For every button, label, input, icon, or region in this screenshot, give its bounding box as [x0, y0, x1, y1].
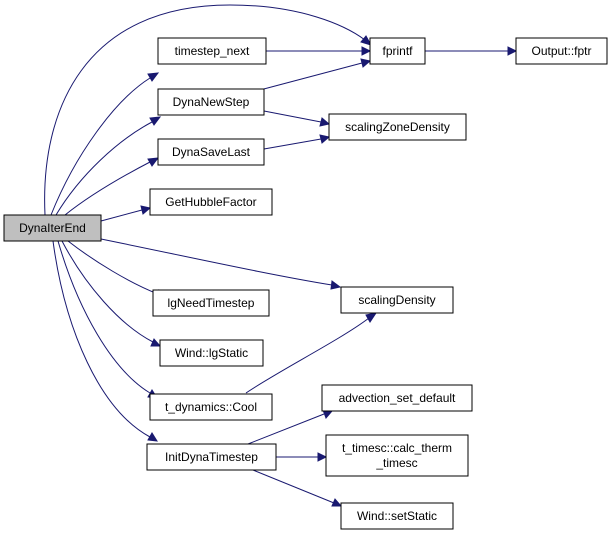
node-label: advection_set_default: [339, 391, 456, 405]
node-dynasavelast[interactable]: DynaSaveLast: [157, 138, 265, 166]
edge-dynanewstep-scalingzonedensity: [263, 110, 322, 123]
node-label: scalingZoneDensity: [345, 120, 450, 134]
node-label-line1: t_timesc::calc_therm: [342, 441, 452, 455]
node-label: scalingDensity: [358, 293, 435, 307]
node-box: [159, 339, 264, 367]
node-box: [152, 289, 270, 317]
node-label: timestep_next: [175, 44, 250, 58]
node-label: DynaIterEnd: [19, 221, 86, 235]
edge-root-wind-lgstatic: [61, 240, 154, 343]
edge-init-advection: [247, 413, 325, 445]
edge-cool-scalingdensity: [245, 317, 370, 394]
node-label: Wind::lgStatic: [175, 346, 248, 360]
node-box: [515, 37, 608, 65]
edge-root-t-dynamics-cool: [57, 240, 151, 394]
node-dynanewstep[interactable]: DynaNewStep: [157, 88, 265, 116]
node-advection-set-default[interactable]: advection_set_default: [321, 384, 473, 412]
edges: [44, 4, 518, 507]
node-label: t_dynamics::Cool: [165, 400, 257, 414]
node-dynaiterend[interactable]: DynaIterEnd: [3, 214, 102, 242]
edge-arrowhead: [507, 46, 518, 56]
node-lgneedtimestep[interactable]: lgNeedTimestep: [152, 289, 270, 317]
node-box: [340, 286, 454, 314]
edge-init-setstatic: [252, 469, 335, 504]
edge-arrowhead: [149, 116, 162, 126]
node-box: [146, 443, 277, 471]
node-box: [149, 188, 273, 216]
edge-arrowhead: [330, 280, 342, 290]
nodes: DynaIterEnd timestep_next fprintf Output…: [3, 37, 608, 530]
edge-arrowhead: [331, 498, 343, 507]
edge-arrowhead: [150, 338, 162, 347]
node-timestep-next[interactable]: timestep_next: [157, 37, 267, 65]
node-fprintf[interactable]: fprintf: [369, 37, 426, 65]
edge-arrowhead: [319, 117, 331, 127]
edge-arrowhead: [365, 312, 378, 323]
node-scalingzonedensity[interactable]: scalingZoneDensity: [328, 113, 467, 141]
node-box: [3, 214, 102, 242]
node-label: GetHubbleFactor: [165, 195, 256, 209]
node-box: [325, 434, 469, 477]
node-wind-setstatic[interactable]: Wind::setStatic: [340, 502, 454, 530]
edge-root-fprintf: [44, 4, 366, 216]
edge-arrowhead: [361, 46, 372, 56]
edge-dynanewstep-fprintf: [259, 62, 363, 91]
edge-arrowhead: [360, 58, 372, 68]
edge-root-scalingdensity: [100, 238, 333, 286]
node-box: [157, 138, 265, 166]
edge-dynasavelast-scalingzonedensity: [263, 138, 322, 150]
edge-root-gethubblefactor: [100, 209, 143, 222]
node-box: [157, 37, 267, 65]
node-label: fprintf: [382, 44, 413, 58]
edge-arrowhead: [319, 134, 331, 144]
edge-arrowhead: [147, 432, 158, 442]
node-box: [157, 88, 265, 116]
node-calc-therm-timesc[interactable]: t_timesc::calc_therm _timesc: [325, 434, 469, 477]
node-label-line2: _timesc: [375, 456, 417, 470]
node-label: lgNeedTimestep: [168, 296, 255, 310]
node-output-fptr[interactable]: Output::fptr: [515, 37, 608, 65]
edge-arrowhead: [147, 72, 160, 82]
node-box: [340, 502, 454, 530]
edge-root-timestep-next: [50, 77, 151, 216]
node-label: InitDynaTimestep: [165, 450, 258, 464]
edge-arrowhead: [140, 205, 152, 215]
node-box: [328, 113, 467, 141]
node-label: DynaSaveLast: [172, 145, 251, 159]
node-box: [149, 393, 273, 421]
node-label: Wind::setStatic: [357, 509, 437, 523]
edge-root-lgneedtimestep: [67, 240, 159, 295]
node-initdynatimestep[interactable]: InitDynaTimestep: [146, 443, 277, 471]
edge-root-dynanewstep: [55, 121, 153, 216]
node-scalingdensity[interactable]: scalingDensity: [340, 286, 454, 314]
edge-arrowhead: [147, 157, 160, 167]
node-label: DynaNewStep: [173, 95, 250, 109]
node-gethubblefactor[interactable]: GetHubbleFactor: [149, 188, 273, 216]
node-box: [321, 384, 473, 412]
node-box: [369, 37, 426, 65]
node-label: Output::fptr: [531, 44, 591, 58]
edge-root-initdynatimestep: [52, 240, 151, 438]
node-wind-lgstatic[interactable]: Wind::lgStatic: [159, 339, 264, 367]
node-t-dynamics-cool[interactable]: t_dynamics::Cool: [149, 393, 273, 421]
edge-arrowhead: [360, 35, 373, 46]
edge-arrowhead: [317, 452, 328, 462]
edge-root-dynasavelast: [64, 161, 151, 216]
